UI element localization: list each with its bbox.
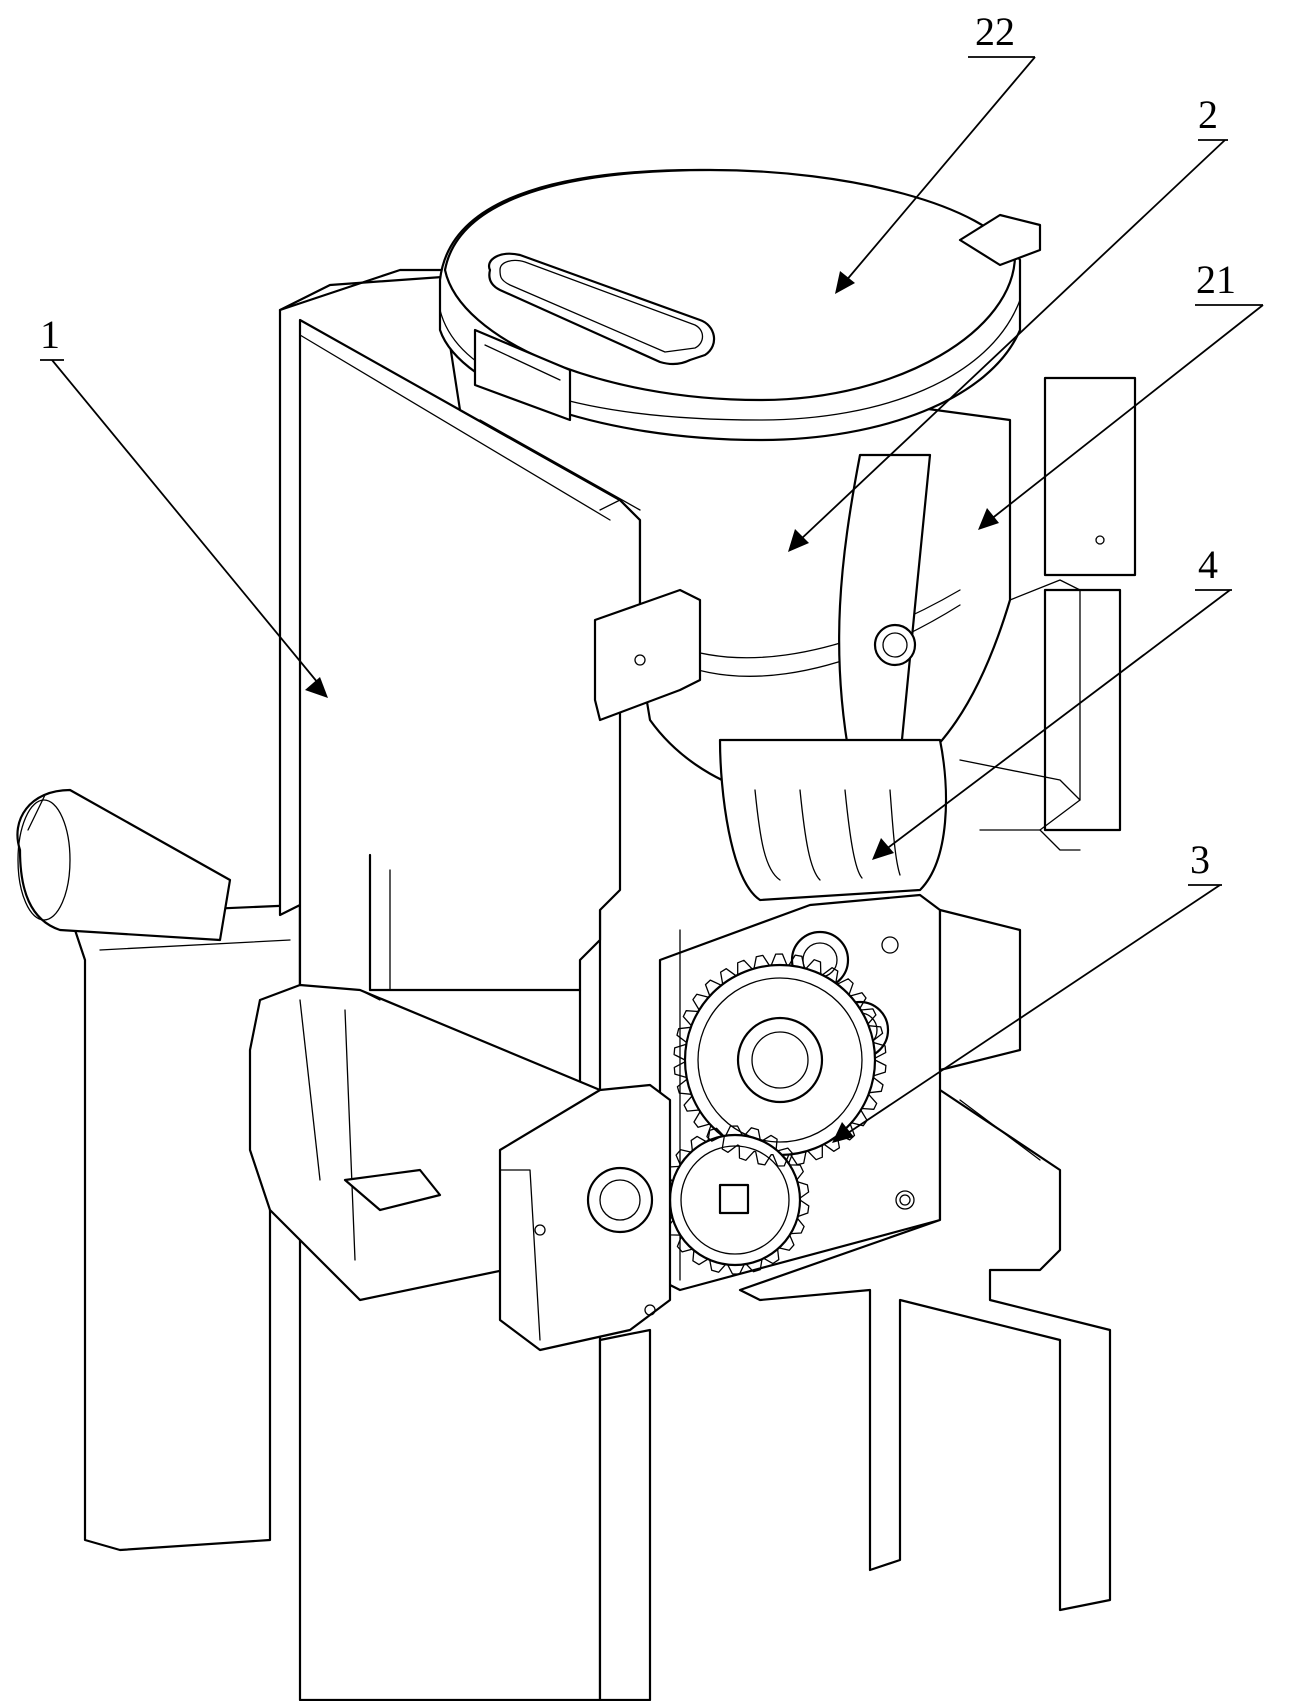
teeth-large-outline xyxy=(673,953,887,1167)
frame-front-leg xyxy=(598,1328,652,1701)
main-frame xyxy=(278,268,642,1701)
label-4: 4 xyxy=(1198,542,1218,587)
outlet-agitator xyxy=(718,738,948,902)
reference-labels: 1 2 3 4 21 22 xyxy=(40,9,1236,882)
leader-lines xyxy=(40,56,1264,1143)
frame-lower-right xyxy=(738,908,1112,1612)
motor-mount-bracket xyxy=(248,983,672,1352)
gearbox-housing xyxy=(658,893,942,1292)
motor-cylinder xyxy=(16,788,232,942)
label-3: 3 xyxy=(1190,837,1210,882)
label-22: 22 xyxy=(975,9,1015,54)
label-1: 1 xyxy=(40,312,60,357)
frame-rear-right-flange xyxy=(1043,376,1137,832)
frame-right-rails xyxy=(959,579,1081,851)
hopper-bucket xyxy=(438,168,1042,803)
label-2: 2 xyxy=(1198,92,1218,137)
large-gear-teeth xyxy=(673,953,887,1167)
label-21: 21 xyxy=(1196,257,1236,302)
